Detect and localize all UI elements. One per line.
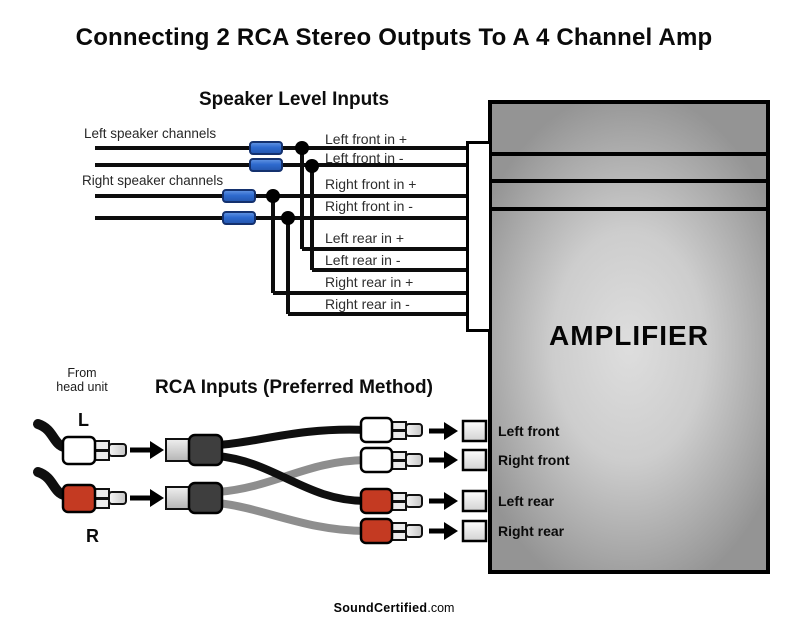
- gray-cable-right-front: [214, 456, 370, 496]
- arrow-right-icon: [429, 451, 458, 469]
- amp-jack-right-rear: [461, 519, 488, 543]
- wire-right-rear-minus: [288, 312, 468, 316]
- footer-suffix: .com: [427, 601, 455, 615]
- gray-cable-right-rear: [214, 499, 370, 535]
- junction-dot-left-plus: [295, 141, 309, 155]
- rca-plug-left-rear: [359, 487, 423, 515]
- amp-panel-line-3: [492, 207, 766, 211]
- crimp-connector-right-front-minus: [222, 211, 256, 225]
- wire-right-rear-plus: [273, 291, 468, 295]
- branch-wire-right-front-to-rear-plus: [271, 196, 275, 293]
- rca-plug-head-unit-left: [61, 435, 127, 466]
- footer-credit: SoundCertified.com: [0, 601, 788, 615]
- crimp-connector-left-front-minus: [249, 158, 283, 172]
- wire-label-right-front-plus: Right front in +: [325, 176, 417, 192]
- rca-plug-right-front: [359, 446, 423, 474]
- footer-brand: SoundCertified: [333, 601, 428, 615]
- arrow-right-icon: [429, 492, 458, 510]
- wire-left-rear-minus: [312, 268, 468, 272]
- amp-jack-left-front: [461, 419, 488, 443]
- junction-dot-left-minus: [305, 159, 319, 173]
- amp-jack-right-front: [461, 448, 488, 472]
- arrow-right-icon: [130, 441, 164, 459]
- junction-dot-right-plus: [266, 189, 280, 203]
- speaker-level-terminal-block: [466, 141, 492, 332]
- rca-plug-head-unit-right: [61, 483, 127, 514]
- branch-wire-left-front-to-rear-plus: [300, 148, 304, 249]
- wire-label-left-rear-minus: Left rear in -: [325, 252, 401, 268]
- speaker-level-inputs-heading: Speaker Level Inputs: [199, 89, 390, 110]
- wire-label-right-rear-minus: Right rear in -: [325, 296, 410, 312]
- amp-input-label-right-rear: Right rear: [498, 523, 565, 539]
- amp-input-label-right-front: Right front: [498, 452, 570, 468]
- amp-panel-line-2: [492, 179, 766, 183]
- black-cable-left-rear: [214, 452, 370, 505]
- amp-input-label-left-front: Left front: [498, 423, 560, 439]
- wire-label-right-front-minus: Right front in -: [325, 198, 413, 214]
- wire-label-left-front-minus: Left front in -: [325, 150, 404, 166]
- wire-label-right-rear-plus: Right rear in +: [325, 274, 414, 290]
- arrow-right-icon: [429, 522, 458, 540]
- rca-plug-left-front: [359, 416, 423, 444]
- arrow-right-icon: [130, 489, 164, 507]
- wire-label-left-rear-plus: Left rear in +: [325, 230, 404, 246]
- left-speaker-channels-label: Left speaker channels: [84, 126, 217, 141]
- amplifier-label: AMPLIFIER: [549, 320, 709, 351]
- amp-panel-line-1: [492, 152, 766, 156]
- amp-jack-left-rear: [461, 489, 488, 513]
- wire-label-left-front-plus: Left front in +: [325, 131, 408, 147]
- right-speaker-channels-label: Right speaker channels: [82, 173, 224, 188]
- crimp-connector-right-front-plus: [222, 189, 256, 203]
- branch-wire-left-front-to-rear-minus: [310, 165, 314, 270]
- page-title: Connecting 2 RCA Stereo Outputs To A 4 C…: [75, 24, 713, 51]
- junction-dot-right-minus: [281, 211, 295, 225]
- left-channel-letter: L: [78, 410, 89, 430]
- rca-inputs-heading: RCA Inputs (Preferred Method): [155, 377, 433, 398]
- wire-left-rear-plus: [302, 247, 468, 251]
- black-cable-left-front: [214, 425, 370, 449]
- right-channel-letter: R: [86, 526, 99, 546]
- from-head-unit-line2: head unit: [56, 380, 108, 394]
- crimp-connector-left-front-plus: [249, 141, 283, 155]
- from-head-unit-line1: From: [67, 366, 97, 380]
- amp-input-label-left-rear: Left rear: [498, 493, 555, 509]
- rca-splitter-right: [165, 481, 224, 515]
- rca-splitter-left: [165, 433, 224, 467]
- branch-wire-right-front-to-rear-minus: [286, 218, 290, 314]
- arrow-right-icon: [429, 422, 458, 440]
- rca-plug-right-rear: [359, 517, 423, 545]
- wire-right-front-plus: [95, 194, 468, 198]
